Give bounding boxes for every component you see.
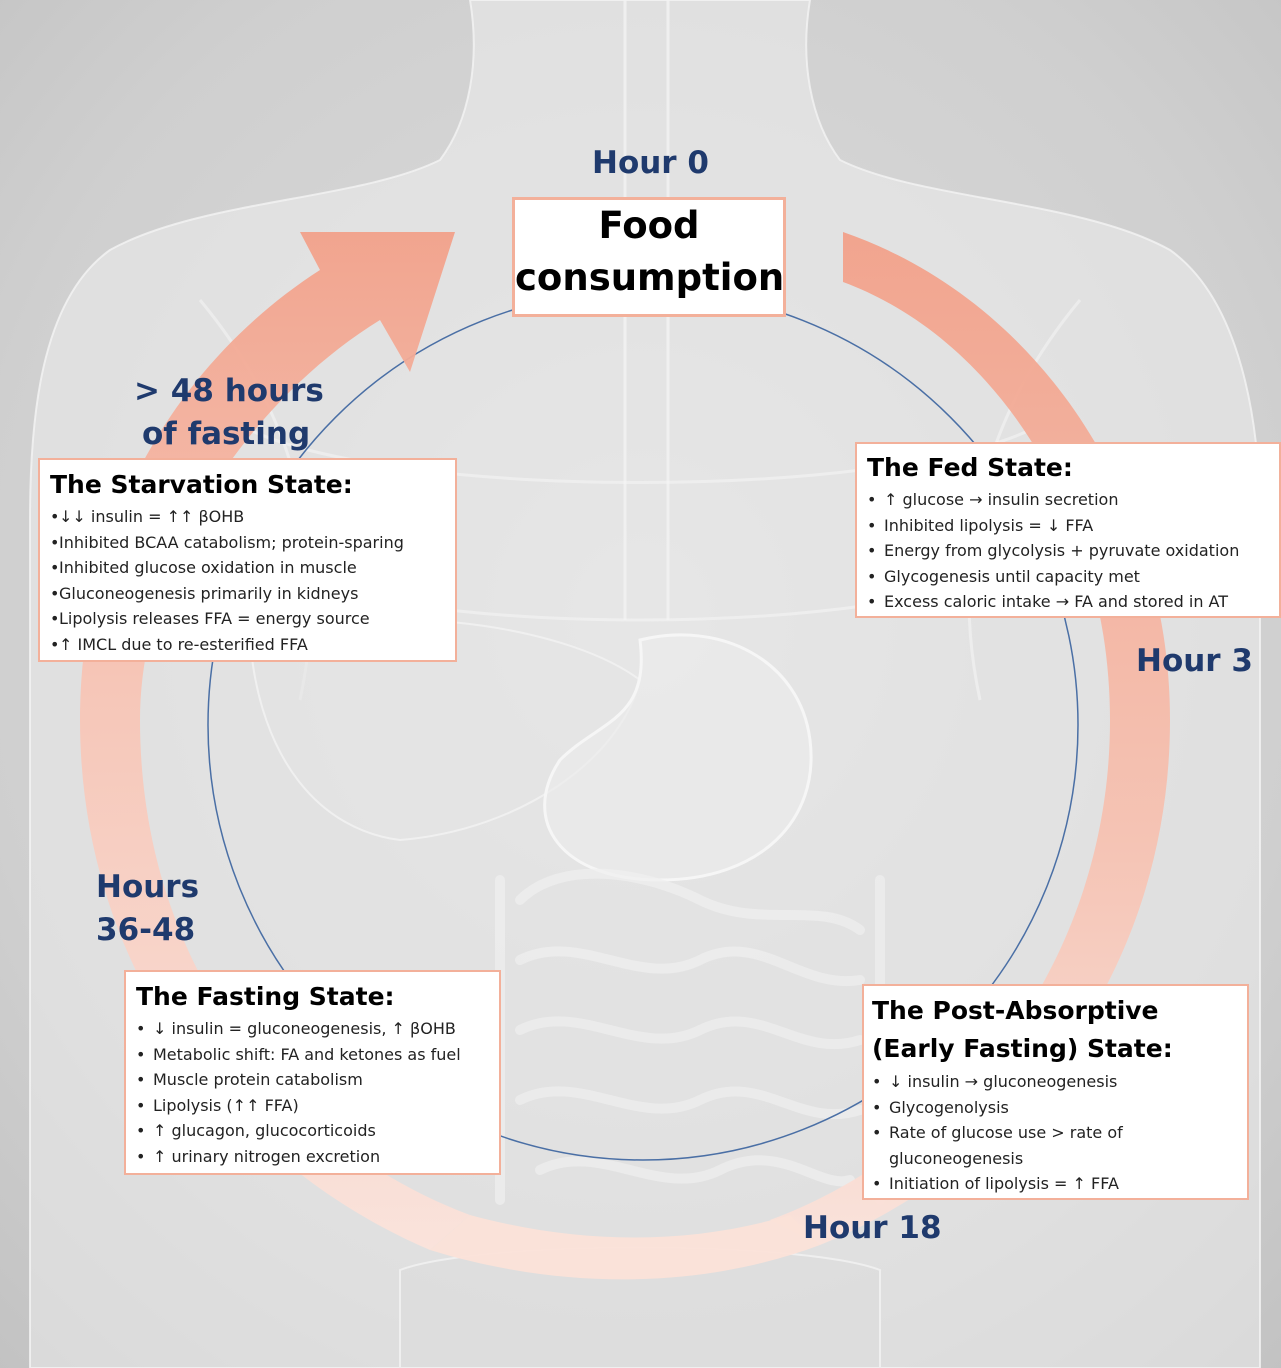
fasting-state-item: Lipolysis (↑↑ FFA) [136, 1093, 499, 1119]
starvation-state-item: Inhibited glucose oxidation in muscle [50, 555, 455, 581]
starvation-state-list: ↓↓ insulin = ↑↑ βOHB Inhibited BCAA cata… [50, 504, 455, 658]
post-absorptive-state-item: Initiation of lipolysis = ↑ FFA [872, 1171, 1247, 1197]
fed-state-item: Glycogenesis until capacity met [867, 564, 1279, 590]
hours-36-48-line1: Hours [96, 866, 199, 909]
post-absorptive-title-line2: (Early Fasting) State: [872, 1030, 1247, 1068]
fasting-state-item: ↑ glucagon, glucocorticoids [136, 1118, 499, 1144]
hour-18-label: Hour 18 [803, 1207, 942, 1250]
fed-state-item: Inhibited lipolysis = ↓ FFA [867, 513, 1279, 539]
starvation-state-item: Inhibited BCAA catabolism; protein-spari… [50, 530, 455, 556]
fed-state-box: The Fed State: ↑ glucose → insulin secre… [855, 442, 1281, 618]
fed-state-item: ↑ glucose → insulin secretion [867, 487, 1279, 513]
starvation-state-box: The Starvation State: ↓↓ insulin = ↑↑ βO… [38, 458, 457, 662]
hour-3-label: Hour 3 [1136, 640, 1253, 683]
fed-state-item: Energy from glycolysis + pyruvate oxidat… [867, 538, 1279, 564]
food-consumption-box: Food consumption [512, 197, 786, 317]
over-48-hours-line2: of fasting [134, 413, 324, 456]
fasting-state-item: Muscle protein catabolism [136, 1067, 499, 1093]
post-absorptive-state-item: Glycogenolysis [872, 1095, 1247, 1121]
over-48-hours-label: > 48 hours of fasting [134, 370, 324, 456]
food-consumption-title-line2: consumption [515, 252, 783, 304]
over-48-hours-line1: > 48 hours [134, 370, 324, 413]
post-absorptive-title-line1: The Post-Absorptive [872, 992, 1247, 1030]
starvation-state-item: Gluconeogenesis primarily in kidneys [50, 581, 455, 607]
fasting-state-item: Metabolic shift: FA and ketones as fuel [136, 1042, 499, 1068]
hour-0-label: Hour 0 [592, 142, 709, 185]
fed-state-title: The Fed State: [867, 451, 1279, 485]
fed-state-list: ↑ glucose → insulin secretion Inhibited … [867, 487, 1279, 615]
post-absorptive-state-item: Rate of glucose use > rate of [872, 1120, 1247, 1146]
starvation-state-item: ↑ IMCL due to re-esterified FFA [50, 632, 455, 658]
fed-state-item: Excess caloric intake → FA and stored in… [867, 589, 1279, 615]
fasting-state-list: ↓ insulin = gluconeogenesis, ↑ βOHB Meta… [136, 1016, 499, 1170]
post-absorptive-state-item: ↓ insulin → gluconeogenesis [872, 1069, 1247, 1095]
fasting-state-item: ↓ insulin = gluconeogenesis, ↑ βOHB [136, 1016, 499, 1042]
post-absorptive-state-list: ↓ insulin → gluconeogenesis Glycogenolys… [872, 1069, 1247, 1197]
starvation-state-item: ↓↓ insulin = ↑↑ βOHB [50, 504, 455, 530]
post-absorptive-state-title: The Post-Absorptive (Early Fasting) Stat… [872, 992, 1247, 1068]
food-consumption-title-line1: Food [515, 200, 783, 252]
post-absorptive-state-box: The Post-Absorptive (Early Fasting) Stat… [862, 984, 1249, 1200]
hours-36-48-line2: 36-48 [96, 909, 199, 952]
fasting-state-title: The Fasting State: [136, 979, 499, 1015]
hours-36-48-label: Hours 36-48 [96, 866, 199, 952]
fasting-state-item: ↑ urinary nitrogen excretion [136, 1144, 499, 1170]
post-absorptive-state-item-continuation: gluconeogenesis [872, 1146, 1247, 1172]
starvation-state-title: The Starvation State: [50, 468, 455, 502]
starvation-state-item: Lipolysis releases FFA = energy source [50, 606, 455, 632]
fasting-state-box: The Fasting State: ↓ insulin = gluconeog… [124, 970, 501, 1175]
